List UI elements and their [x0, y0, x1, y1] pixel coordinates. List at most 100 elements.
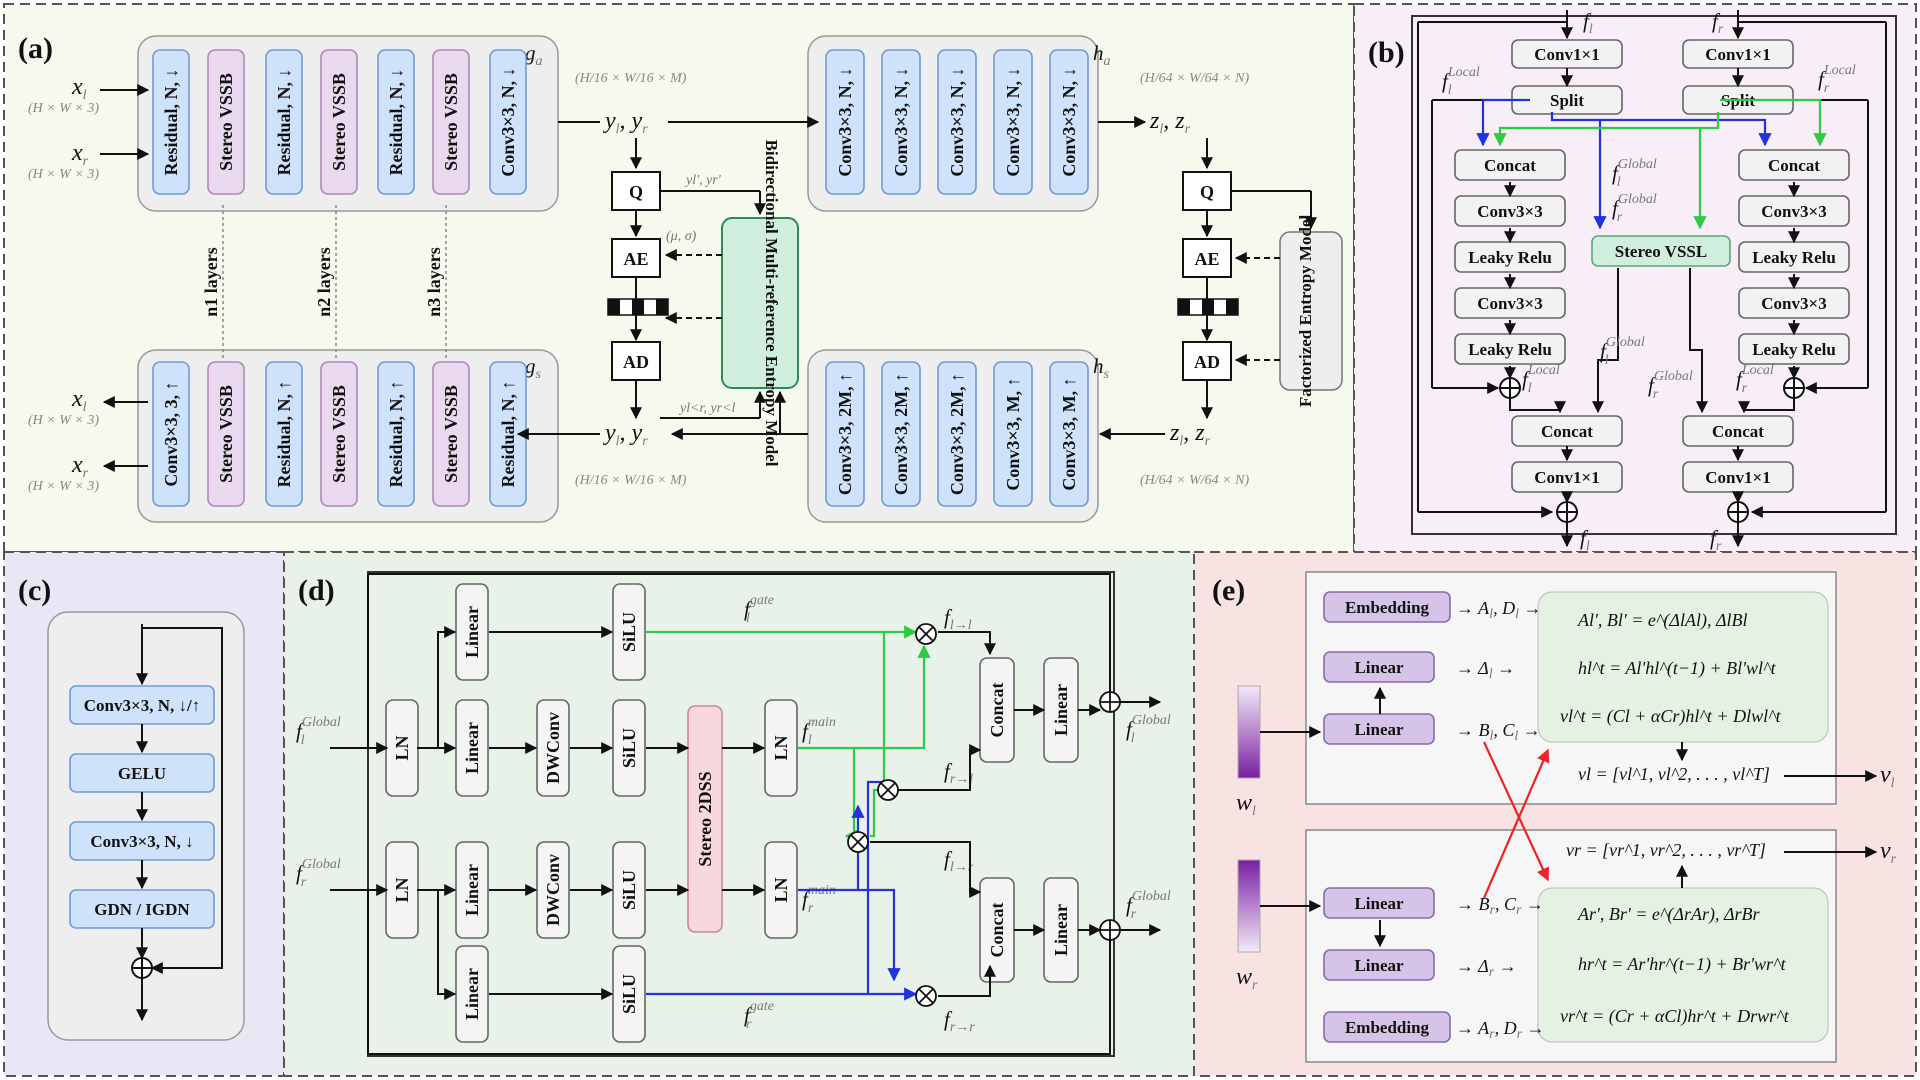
b-left-block-3: Conv3×3 — [1454, 287, 1566, 319]
enc-block-4-text: Residual, N, ↓ — [386, 68, 406, 175]
ae-box-right — [1182, 238, 1232, 278]
dec-block-5: Stereo VSSB — [432, 361, 470, 507]
hs-block-3: Conv3×3, M, ↑ — [993, 361, 1033, 507]
c-block-1-text: GELU — [118, 764, 166, 783]
panel-b-bg — [1353, 3, 1917, 553]
y-label: yl, yr — [603, 108, 648, 137]
hs-block-1-text: Conv3×3, 2M, ↑ — [891, 373, 911, 495]
mu-sigma-label: (μ, σ) — [666, 229, 697, 244]
dec-block-6-text: Residual, N, ↑ — [498, 380, 518, 487]
d-linear-main-top-text: Linear — [462, 722, 482, 774]
d-ln2-top: LN — [764, 699, 798, 797]
d-silu-gate-top-text: SiLU — [619, 612, 639, 652]
d-mult-ll — [915, 623, 937, 645]
b-conv1-out-r-text: Conv1×1 — [1705, 468, 1770, 487]
b-concat-out-r-text: Concat — [1712, 422, 1764, 441]
b-right-block-4: Leaky Relu — [1738, 333, 1850, 365]
ha-block-4-text: Conv3×3, N, ↓ — [1059, 67, 1079, 176]
d-inner-frame — [367, 571, 1115, 1057]
b-left-block-2-text: Leaky Relu — [1468, 248, 1552, 267]
b-right-block-0-text: Concat — [1768, 156, 1820, 175]
b-right-block-4-text: Leaky Relu — [1752, 340, 1836, 359]
b-conv1-top-r: Conv1×1 — [1682, 39, 1794, 69]
q-box-right — [1182, 171, 1232, 211]
d-concat-top: Concat — [979, 657, 1015, 763]
e-linear-top-2: Linear — [1323, 713, 1435, 745]
panel-d-bg — [283, 551, 1195, 1077]
d-silu-gate-bottom: SiLU — [612, 945, 646, 1043]
e-linear-top-1: Linear — [1323, 651, 1435, 683]
panel-a-label: (a) — [18, 32, 53, 65]
c-block-0: Conv3×3, N, ↓/↑ — [69, 685, 215, 725]
dec-block-6: Residual, N, ↑ — [489, 361, 527, 507]
eq-l2: hl^t = Al'hl^(t−1) + Bl'wl^t — [1578, 658, 1777, 679]
input-xl: xl — [71, 74, 87, 103]
e-embedding-bottom-text: Embedding — [1345, 1018, 1430, 1037]
d-ln-bottom: LN — [385, 841, 419, 939]
b-left-block-3-text: Conv3×3 — [1477, 294, 1542, 313]
e-embedding-bottom: Embedding — [1323, 1011, 1451, 1043]
b-left-block-4-text: Leaky Relu — [1468, 340, 1552, 359]
b-concat-out-l: Concat — [1511, 415, 1623, 447]
y-hat-label: yl, yr — [603, 420, 648, 449]
b-conv1-top-l: Conv1×1 — [1511, 39, 1623, 69]
eq-r2: hr^t = Ar'hr^(t−1) + Br'wr^t — [1578, 954, 1787, 975]
enc-block-5: Stereo VSSB — [432, 49, 470, 195]
ha-block-3: Conv3×3, N, ↓ — [993, 49, 1033, 195]
d-linear-main-bottom-text: Linear — [462, 864, 482, 916]
eq-r3: vr^t = (Cr + αCl)hr^t + Drwr^t — [1560, 1006, 1790, 1027]
dec-block-4-text: Residual, N, ↑ — [386, 380, 406, 487]
ha-label: ha — [1093, 41, 1111, 69]
ha-block-2: Conv3×3, N, ↓ — [937, 49, 977, 195]
ha-block-3-text: Conv3×3, N, ↓ — [1003, 67, 1023, 176]
enc-block-4: Residual, N, ↓ — [377, 49, 415, 195]
b-right-block-1: Conv3×3 — [1738, 195, 1850, 227]
d-plus-top — [1099, 691, 1121, 713]
ha-block-1: Conv3×3, N, ↓ — [881, 49, 921, 195]
bitstream-right — [1177, 298, 1239, 316]
b-conv1-top-l-text: Conv1×1 — [1534, 45, 1599, 64]
vr-out: vr — [1880, 838, 1897, 867]
d-linear-gate-top-text: Linear — [462, 606, 482, 658]
d-plus-bottom — [1099, 919, 1121, 941]
dec-block-1-text: Stereo VSSB — [216, 385, 236, 483]
b-stereo-vssl: Stereo VSSL — [1591, 235, 1731, 267]
b-conv1-top-r-text: Conv1×1 — [1705, 45, 1770, 64]
hs-block-2: Conv3×3, 2M, ↑ — [937, 361, 977, 507]
layer-links — [222, 205, 447, 360]
dec-block-0: Conv3×3, 3, ↑ — [152, 361, 190, 507]
hs-block-1: Conv3×3, 2M, ↑ — [881, 361, 921, 507]
d-concat-bottom: Concat — [979, 877, 1015, 983]
c-block-2-text: Conv3×3, N, ↓ — [90, 832, 193, 851]
ga-label: ga — [525, 41, 543, 69]
enc-block-1-text: Stereo VSSB — [216, 73, 236, 171]
c-block-0-text: Conv3×3, N, ↓/↑ — [84, 696, 200, 715]
ha-blocks: Conv3×3, N, ↓ Conv3×3, N, ↓ Conv3×3, N, ↓ C… — [825, 49, 1089, 195]
z-dim-top: (H/64 × W/64 × N) — [1140, 71, 1249, 86]
e-linear-bottom-2: Linear — [1323, 949, 1435, 981]
dec-block-2: Residual, N, ↑ — [265, 361, 303, 507]
d-dwconv-top-text: DWConv — [543, 712, 563, 784]
dec-block-3-text: Stereo VSSB — [329, 385, 349, 483]
ycr-label: yl<r, yr<l — [678, 401, 736, 416]
hs-block-0: Conv3×3, 2M, ↑ — [825, 361, 865, 507]
panel-c-label: (c) — [18, 574, 51, 607]
b-fl-out: fl — [1580, 526, 1590, 554]
b-fr-out: fr — [1710, 526, 1722, 554]
z-hat-label: zl, zr — [1169, 420, 1211, 449]
bitstream-left — [607, 298, 669, 316]
d-mult-rl — [877, 779, 899, 801]
hs-blocks: Conv3×3, 2M, ↑ Conv3×3, 2M, ↑ Conv3×3, 2M,… — [825, 361, 1089, 507]
d-silu-gate-bottom-text: SiLU — [619, 974, 639, 1014]
enc-block-2-text: Residual, N, ↓ — [274, 68, 294, 175]
dec-block-4: Residual, N, ↑ — [377, 361, 415, 507]
b-left-block-0: Concat — [1454, 149, 1566, 181]
dec-block-3: Stereo VSSB — [320, 361, 358, 507]
hs-block-3-text: Conv3×3, M, ↑ — [1003, 377, 1023, 490]
b-right-block-2: Leaky Relu — [1738, 241, 1850, 273]
enc-block-0-text: Residual, N, ↓ — [161, 68, 181, 175]
svg-text:AE: AE — [623, 249, 648, 269]
enc-block-3: Stereo VSSB — [320, 49, 358, 195]
c-block-3: GDN / IGDN — [69, 889, 215, 929]
d-linear-main-top: Linear — [455, 699, 489, 797]
